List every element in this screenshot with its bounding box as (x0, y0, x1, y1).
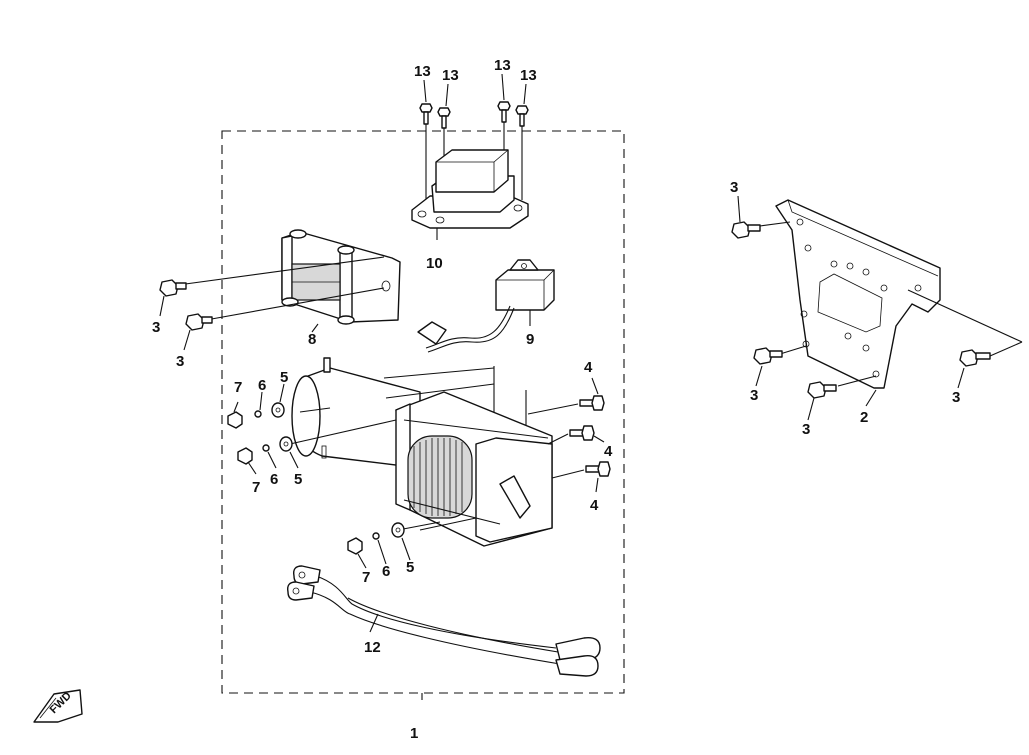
callout-5: 5 (294, 471, 302, 488)
part-12-battery-cables (286, 565, 601, 677)
winch-motor-and-drum (289, 357, 585, 547)
winch-assembly-dashed-boundary (221, 130, 625, 694)
callout-7: 7 (252, 479, 260, 496)
callout-7: 7 (234, 379, 242, 396)
part-10-winch-control-box (411, 149, 529, 240)
callout-3: 3 (952, 389, 960, 406)
callout-10: 10 (426, 255, 443, 272)
callout-5: 5 (280, 369, 288, 386)
callout-6: 6 (270, 471, 278, 488)
callout-3: 3 (802, 421, 810, 438)
callout-3: 3 (176, 353, 184, 370)
part-8-roller-fairlead (177, 229, 401, 333)
callout-5: 5 (406, 559, 414, 576)
callout-7: 7 (362, 569, 370, 586)
callout-4: 4 (584, 359, 593, 376)
callout-4: 4 (590, 497, 599, 514)
callout-13: 13 (414, 63, 431, 80)
callout-13: 13 (520, 67, 537, 84)
callout-13: 13 (442, 67, 459, 84)
part-4-bolts (569, 377, 611, 493)
callout-3: 3 (730, 179, 738, 196)
callout-labels: 1 2 3 3 3 3 3 3 4 4 4 5 5 5 6 6 6 7 7 7 … (152, 57, 960, 742)
callout-4: 4 (604, 443, 613, 460)
callout-9: 9 (526, 331, 534, 348)
part-3-bolts (159, 195, 991, 421)
callout-8: 8 (308, 331, 316, 348)
callout-13: 13 (494, 57, 511, 74)
parts-5-6-7-washers-and-nuts (227, 383, 411, 569)
callout-6: 6 (258, 377, 266, 394)
part-9-contactor-with-harness (417, 259, 555, 353)
callout-12: 12 (364, 639, 381, 656)
callout-3: 3 (152, 319, 160, 336)
callout-3: 3 (750, 387, 758, 404)
callout-1: 1 (410, 725, 418, 742)
callout-6: 6 (382, 563, 390, 580)
part-2-mounting-plate (759, 199, 1023, 407)
callout-2: 2 (860, 409, 868, 426)
forward-direction-icon: FWD (33, 689, 83, 723)
